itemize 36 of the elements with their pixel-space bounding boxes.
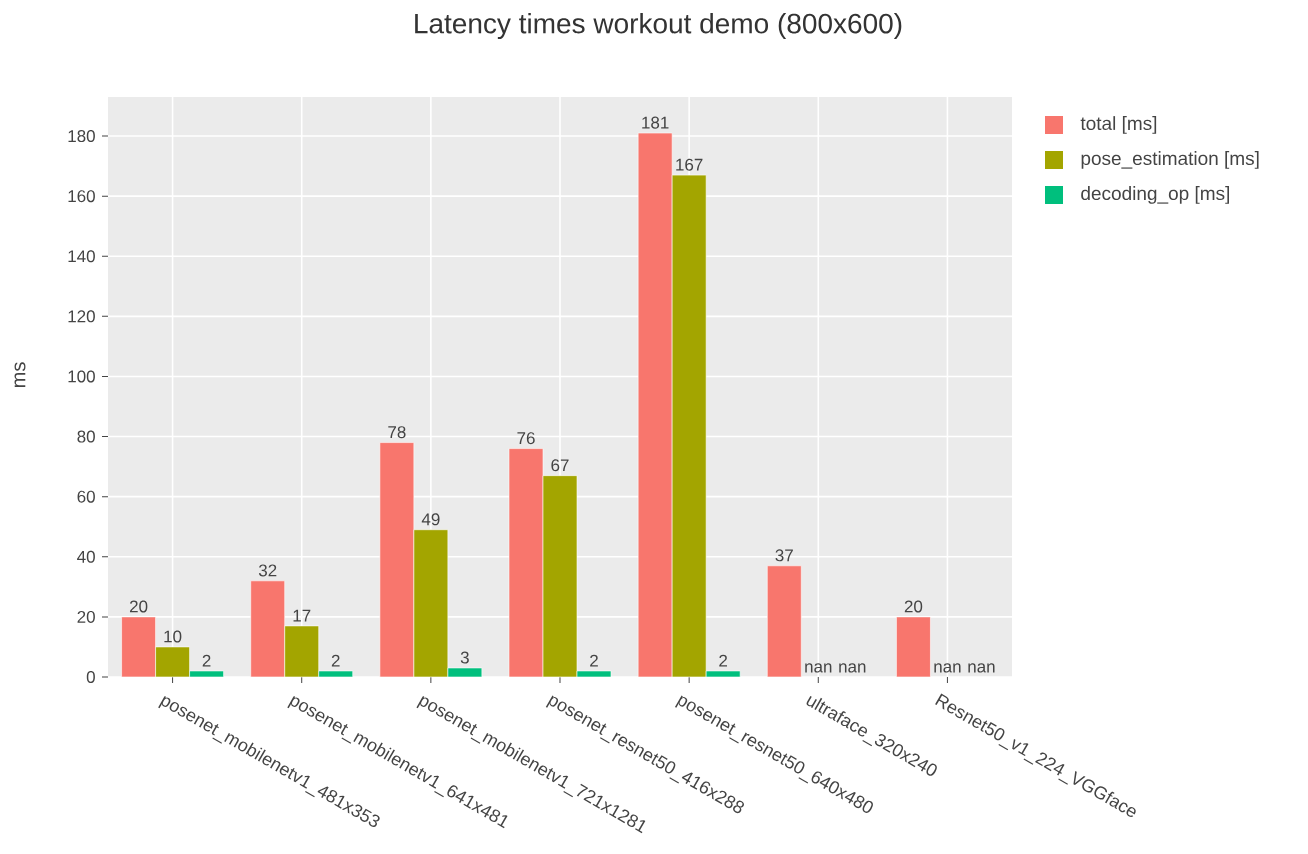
value-label: 2 [331,654,340,667]
value-label: 49 [421,513,440,526]
value-label: 3 [460,651,469,664]
tick-label: 20 [77,610,95,623]
value-label: 76 [517,432,535,445]
value-label: 67 [551,459,569,472]
value-label: 32 [258,564,277,577]
value-label: nan [968,663,995,673]
axis-title: ms [14,362,26,387]
value-label: 167 [676,158,703,171]
tick-label: 180 [68,130,95,143]
value-label: 2 [719,654,727,667]
value-label: 10 [164,630,182,643]
value-label: nan [934,663,961,673]
value-label: 2 [590,654,598,667]
tick-label: 100 [68,370,95,383]
chart-title: Latency times workout demo (800x600) [415,12,902,39]
value-label: 20 [129,600,148,613]
tick-label: 60 [77,490,95,503]
value-label: 37 [775,549,793,562]
value-label: 2 [202,654,211,667]
legend-label: decoding_op [ms] [1081,186,1229,204]
tick-label: 80 [77,430,95,443]
value-label: 181 [642,116,669,129]
value-label: nan [805,663,832,673]
tick-label: 120 [68,310,95,323]
legend-label: total [ms] [1080,116,1157,134]
value-label: 17 [293,609,311,622]
tick-label: 140 [68,250,95,263]
value-label: nan [839,663,866,673]
tick-label: 160 [68,190,95,203]
value-label: 78 [388,426,406,439]
legend-label: pose_estimation [ms] [1081,151,1259,169]
value-label: 20 [904,600,923,613]
tick-label: 40 [77,550,95,563]
tick-label: 0 [86,671,95,683]
